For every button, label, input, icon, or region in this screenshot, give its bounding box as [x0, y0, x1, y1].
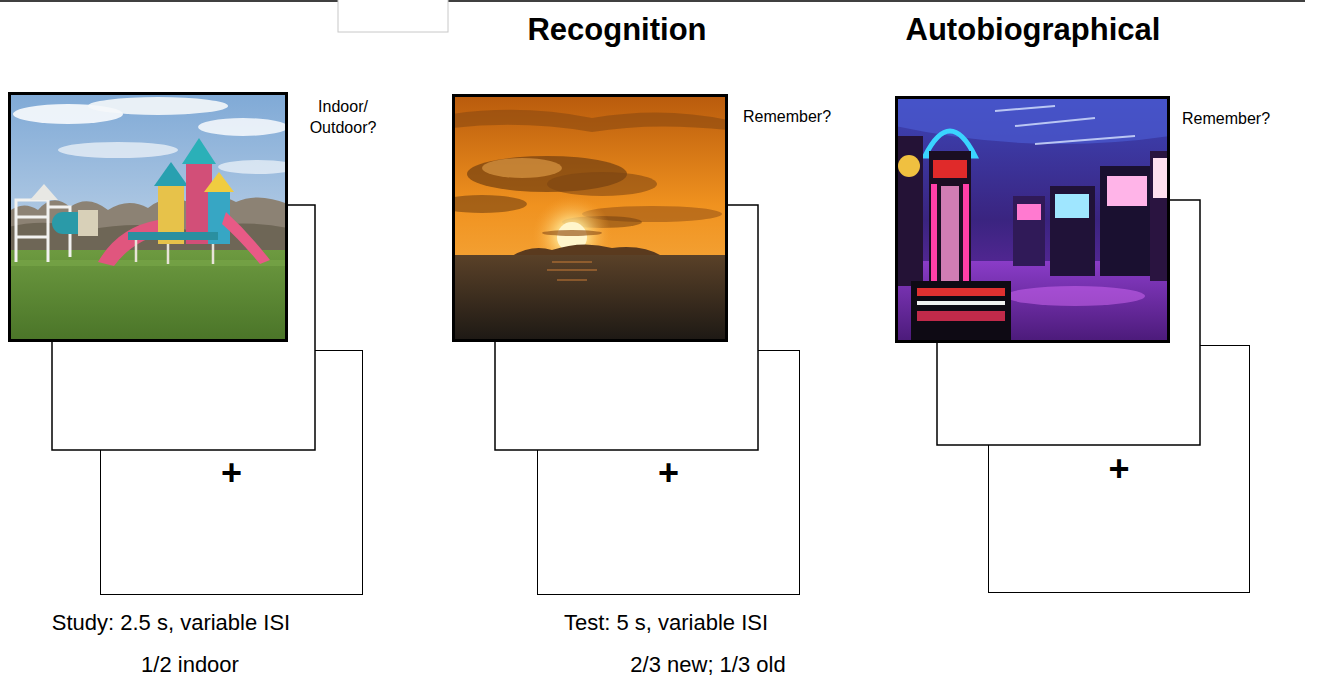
condition-caption: 1/2 indoor	[141, 652, 239, 678]
column-heading: Autobiographical	[906, 11, 1161, 48]
stimulus-frame: Indoor/ Outdoor?	[8, 92, 288, 342]
tab-box	[338, 0, 448, 32]
blank-frame	[52, 205, 315, 450]
condition-caption: Study: 2.5 s, variable ISI	[52, 610, 290, 636]
arcade-photo	[895, 96, 1170, 343]
stimulus-frame: Remember?	[452, 94, 728, 342]
condition-caption: 2/3 new; 1/3 old	[630, 652, 785, 678]
task-prompt: Remember?	[743, 107, 831, 128]
fixation-cross: +	[1108, 451, 1129, 487]
column-heading: Recognition	[527, 11, 706, 48]
fixation-frame: +	[537, 350, 800, 595]
fixation-cross: +	[658, 455, 679, 491]
task-prompt: Indoor/ Outdoor?	[297, 97, 389, 139]
task-prompt: Remember?	[1182, 109, 1270, 130]
fixation-frame: +	[100, 350, 363, 595]
top-rule	[0, 0, 1305, 2]
blank-frame	[937, 200, 1200, 445]
stimulus-frame: Remember?	[895, 96, 1170, 343]
fixation-frame: +	[988, 345, 1250, 593]
condition-caption: Test: 5 s, variable ISI	[564, 610, 768, 636]
playground-photo	[8, 92, 288, 342]
sunset-photo	[452, 94, 728, 342]
fixation-cross: +	[221, 455, 242, 491]
blank-frame	[495, 205, 758, 450]
